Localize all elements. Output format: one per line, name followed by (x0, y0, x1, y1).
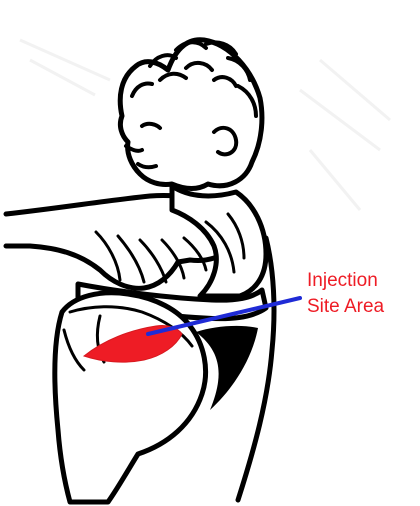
label-line-2: Site Area (307, 294, 417, 320)
label-line-1: Injection (307, 268, 417, 294)
injection-site-label: Injection Site Area (307, 268, 417, 320)
